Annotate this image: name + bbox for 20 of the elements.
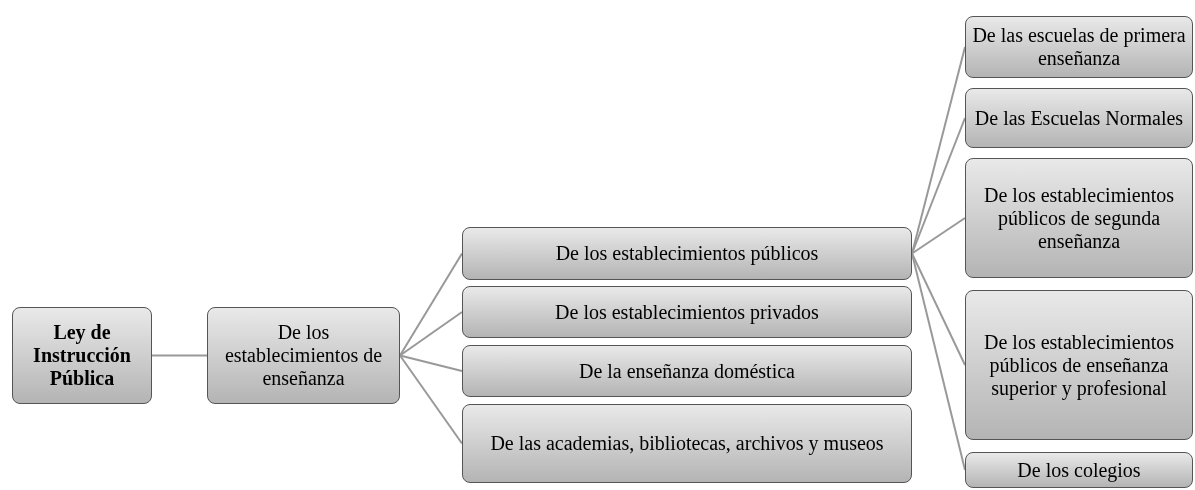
connector-line xyxy=(399,311,463,357)
topic-box: De los establecimientos públicos de enseñanza superior y profesional xyxy=(965,290,1193,440)
connector-line xyxy=(399,252,463,357)
topic-box: De los establecimientos de enseñanza xyxy=(207,307,400,404)
topic-box: De las escuelas de primera enseñanza xyxy=(965,16,1193,78)
connector-line xyxy=(399,354,463,445)
connector-line xyxy=(399,354,463,372)
topic-box: De los colegios xyxy=(965,452,1193,488)
topic-box: De los establecimientos públicos xyxy=(462,227,912,280)
topic-box: De los establecimientos privados xyxy=(462,286,912,338)
connector-line xyxy=(911,217,966,255)
topic-box: De las Escuelas Normales xyxy=(965,88,1193,148)
connector-line xyxy=(151,354,208,357)
topic-box: De la enseñanza doméstica xyxy=(462,345,912,397)
topic-box: Ley de Instrucción Pública xyxy=(12,307,152,404)
connector-line xyxy=(911,252,966,471)
topic-box: De los establecimientos públicos de segunda enseñanza xyxy=(965,158,1193,278)
topic-box: De las academias, bibliotecas, archivos y museos xyxy=(462,404,912,483)
connector-line xyxy=(911,252,966,366)
connector-line xyxy=(911,117,966,255)
